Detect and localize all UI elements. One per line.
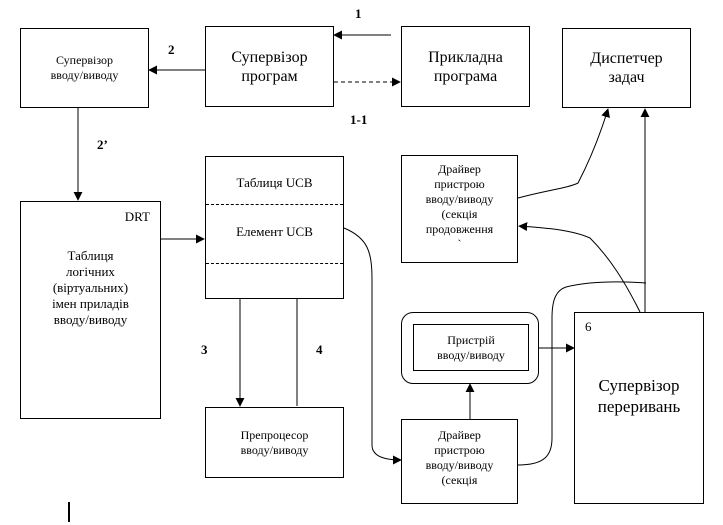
ucb-element: Елемент UCB (236, 224, 313, 239)
program-supervisor-box: Супервізор програм (205, 26, 334, 107)
drt-table-box: DRT Таблиця логічних (віртуальних) імен … (20, 201, 161, 419)
ucb-table-title: Таблиця UCB (236, 175, 313, 190)
io-preprocessor-box: Препроцесор вводу/виводу (205, 407, 344, 478)
label-1: 1 (355, 6, 362, 21)
label-3: 3 (201, 342, 208, 357)
label-1-1: 1-1 (350, 112, 368, 127)
arrow-continuation-dispatcher (517, 108, 610, 199)
label-2-prime: 2’ (97, 137, 108, 152)
drt-table-label: Таблиця логічних (віртуальних) імен прил… (52, 248, 129, 327)
driver-continuation-label: Драйвер пристрою вводу/виводу (секція пр… (425, 162, 494, 251)
interrupt-supervisor-box: 6 Супервізор переривань (574, 312, 704, 504)
label-4: 4 (316, 342, 323, 357)
arrow-interrupt-continuation (518, 222, 641, 313)
application-program-box: Прикладна програма (401, 26, 530, 107)
driver-start-box: Драйвер пристрою вводу/виводу (секція (401, 419, 518, 504)
label-2: 2 (168, 42, 175, 57)
ucb-table-box: Таблиця UCB Елемент UCB (205, 156, 344, 299)
ucb-divider-top (206, 204, 343, 205)
driver-start-label: Драйвер пристрою вводу/виводу (секція (425, 428, 494, 487)
io-supervisor-box: Супервізор вводу/виводу (20, 28, 149, 108)
link-driver-interrupt (517, 281, 647, 466)
arrow-ucb-driver (343, 227, 402, 465)
interrupt-supervisor-number: 6 (585, 319, 592, 334)
io-device-box: Пристрій вводу/виводу (413, 324, 529, 371)
driver-continuation-box: Драйвер пристрою вводу/виводу (секція пр… (401, 155, 518, 263)
drt-tag: DRT (124, 209, 150, 224)
ucb-divider-bottom (206, 263, 343, 264)
task-dispatcher-box: Диспетчер задач (562, 28, 691, 108)
interrupt-supervisor-label: Супервізор переривань (597, 376, 681, 416)
